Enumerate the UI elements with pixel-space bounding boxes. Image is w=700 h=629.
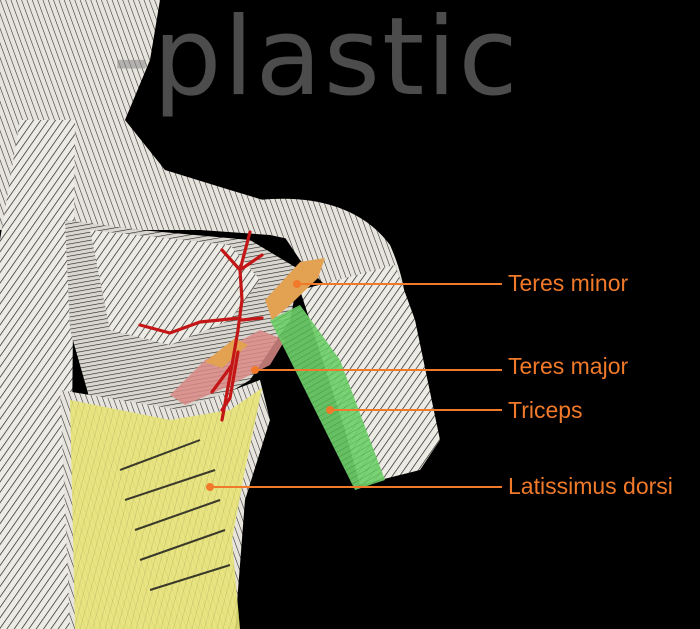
teres-minor-muscle xyxy=(265,258,325,320)
neck-trapezius xyxy=(0,0,370,250)
label-teres-minor: Teres minor xyxy=(508,270,629,296)
latissimus-dorsi-muscle xyxy=(70,388,262,629)
label-teres-major: Teres major xyxy=(508,353,629,379)
teres-minor-lower xyxy=(205,338,248,368)
label-latissimus-dorsi: Latissimus dorsi xyxy=(508,473,673,499)
upper-arm xyxy=(300,265,440,485)
watermark-text: -plastic xyxy=(112,0,520,120)
spine-column xyxy=(0,120,75,629)
label-triceps: Triceps xyxy=(508,397,583,423)
leader-lines xyxy=(206,280,502,491)
teres-major-muscle xyxy=(170,330,285,405)
artery xyxy=(138,230,264,422)
triceps-muscle xyxy=(270,305,385,490)
infraspinatus xyxy=(90,230,260,345)
lat-tendon-strokes xyxy=(119,439,231,591)
